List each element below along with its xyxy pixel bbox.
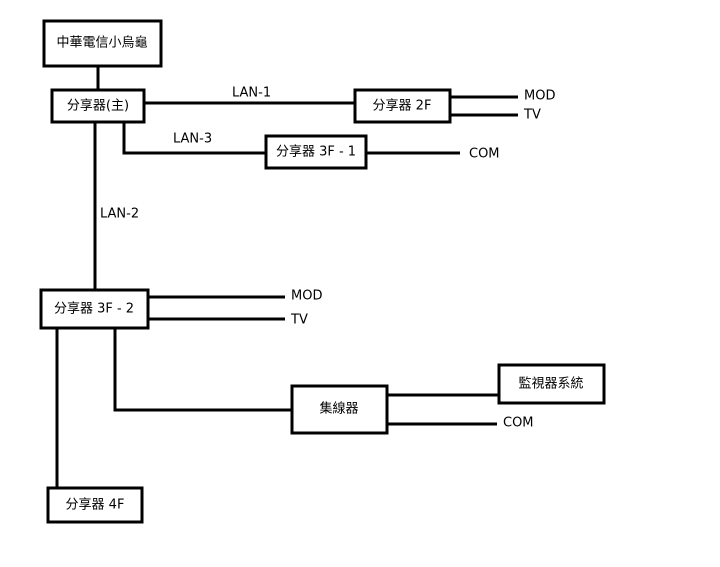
line-3f2-to-hub: [113, 328, 292, 412]
main-router-box: 分享器(主): [50, 88, 146, 124]
lan3-label: LAN-3: [173, 132, 212, 147]
router-3f-2-label: 分享器 3F - 2: [54, 301, 134, 317]
main-router-label: 分享器(主): [67, 98, 129, 114]
com-hub-label: COM: [503, 416, 534, 431]
hub-label: 集線器: [319, 401, 358, 417]
mod-2f-label: MOD: [524, 89, 555, 104]
com-3f-1-label: COM: [469, 147, 500, 162]
surveillance-label: 監視器系統: [518, 376, 583, 392]
lan1-label: LAN-1: [232, 86, 271, 101]
router-2f-box: 分享器 2F: [353, 88, 452, 124]
surveillance-box: 監視器系統: [497, 363, 606, 405]
router-3f-1-label: 分享器 3F - 1: [276, 144, 356, 160]
line-lan3: [122, 122, 266, 155]
connections: [55, 66, 518, 488]
isp-modem-label: 中華電信小烏龜: [56, 35, 147, 51]
mod-3f-2-label: MOD: [291, 289, 322, 304]
router-4f-box: 分享器 4F: [46, 486, 144, 524]
tv-2f-label: TV: [523, 108, 541, 123]
router-3f-1-box: 分享器 3F - 1: [264, 134, 368, 170]
router-3f-2-box: 分享器 3F - 2: [39, 288, 150, 330]
isp-modem-box: 中華電信小烏龜: [42, 19, 163, 68]
lan2-label: LAN-2: [100, 207, 139, 222]
router-4f-label: 分享器 4F: [66, 497, 125, 513]
hub-box: 集線器: [290, 384, 389, 435]
tv-3f-2-label: TV: [290, 313, 308, 328]
router-2f-label: 分享器 2F: [373, 98, 432, 114]
